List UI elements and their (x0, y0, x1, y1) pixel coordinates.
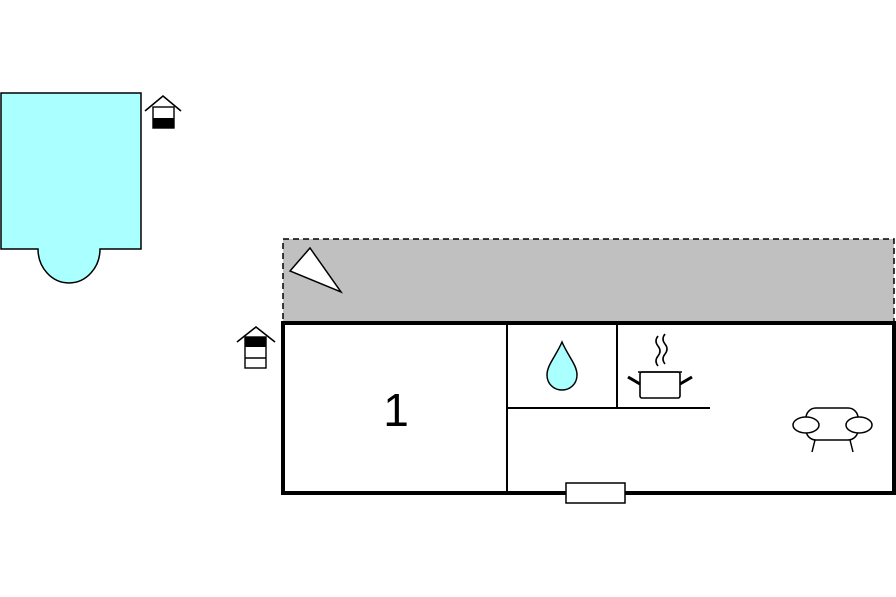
house-floor-marker-icon (144, 94, 182, 129)
cooking-pot-icon (627, 333, 693, 399)
room-label: 1 (383, 384, 409, 436)
pool (0, 92, 142, 284)
interior-walls (506, 323, 710, 493)
door-icon (565, 482, 626, 504)
water-drop-icon (546, 340, 578, 391)
triangle-pointer-icon (288, 246, 344, 294)
building-outline (281, 321, 896, 495)
terrace (282, 238, 895, 324)
house-floor-marker-icon (236, 325, 276, 369)
pool-shape (0, 92, 142, 284)
sofa-icon (792, 407, 873, 453)
terrace-area (282, 238, 895, 324)
